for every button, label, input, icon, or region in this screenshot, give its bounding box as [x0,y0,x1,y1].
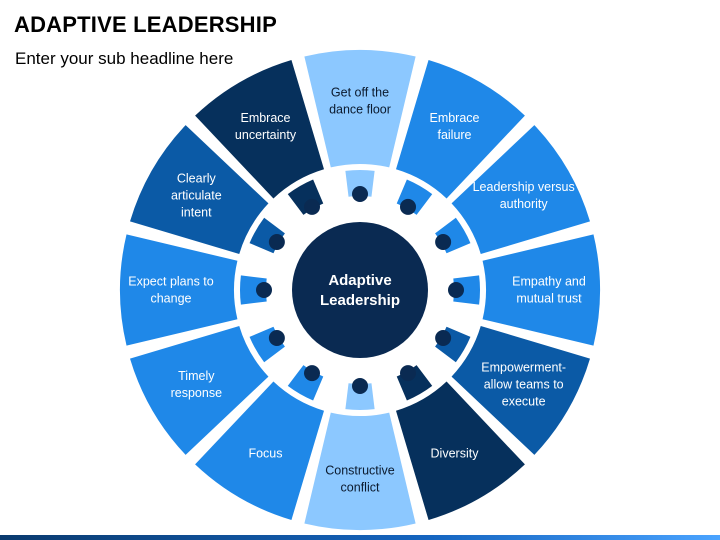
connector-knob-focus [304,365,320,382]
connector-stub-empathy-and-mutual-trust [453,275,481,305]
segment-embrace-failure [395,60,525,199]
segment-clearly-articulate-intent [130,125,269,255]
segment-constructive-conflict [304,412,416,530]
connector-stub-expect-plans-to-change [240,275,267,305]
page-subtitle: Enter your sub headline here [15,49,234,68]
segment-timely-response [130,325,269,455]
segment-diversity [395,381,525,520]
segment-expect-plans-to-change [120,234,238,346]
segment-label-focus: Focus [248,447,282,461]
connectors-layer [240,170,481,410]
page-title: ADAPTIVE LEADERSHIP [14,12,277,37]
segment-focus [195,381,325,520]
connector-knob-expect-plans-to-change [256,282,272,298]
connector-knob-embrace-uncertainty [304,198,320,215]
connector-knob-get-off-the-dance-floor [352,186,368,202]
segment-label-diversity: Diversity [431,447,480,461]
center-circle [292,222,428,358]
connector-knob-empathy-and-mutual-trust [448,282,464,298]
connector-stub-get-off-the-dance-floor [345,170,375,197]
connector-knob-empowerment-allow-teams-to-execute [435,330,452,346]
connector-knob-embrace-failure [400,198,416,215]
segment-empowerment-allow-teams-to-execute [451,325,590,455]
connector-knob-diversity [400,365,416,382]
connector-knob-leadership-versus-authority [435,234,452,250]
segment-leadership-versus-authority [451,125,590,255]
connector-knob-clearly-articulate-intent [268,234,285,250]
connector-knob-constructive-conflict [352,378,368,394]
connector-knob-timely-response [268,330,285,346]
connector-stub-constructive-conflict [345,383,375,410]
segment-get-off-the-dance-floor [304,50,416,168]
segment-empathy-and-mutual-trust [482,234,600,346]
segment-embrace-uncertainty [195,60,325,199]
bottom-accent-bar [0,535,720,540]
